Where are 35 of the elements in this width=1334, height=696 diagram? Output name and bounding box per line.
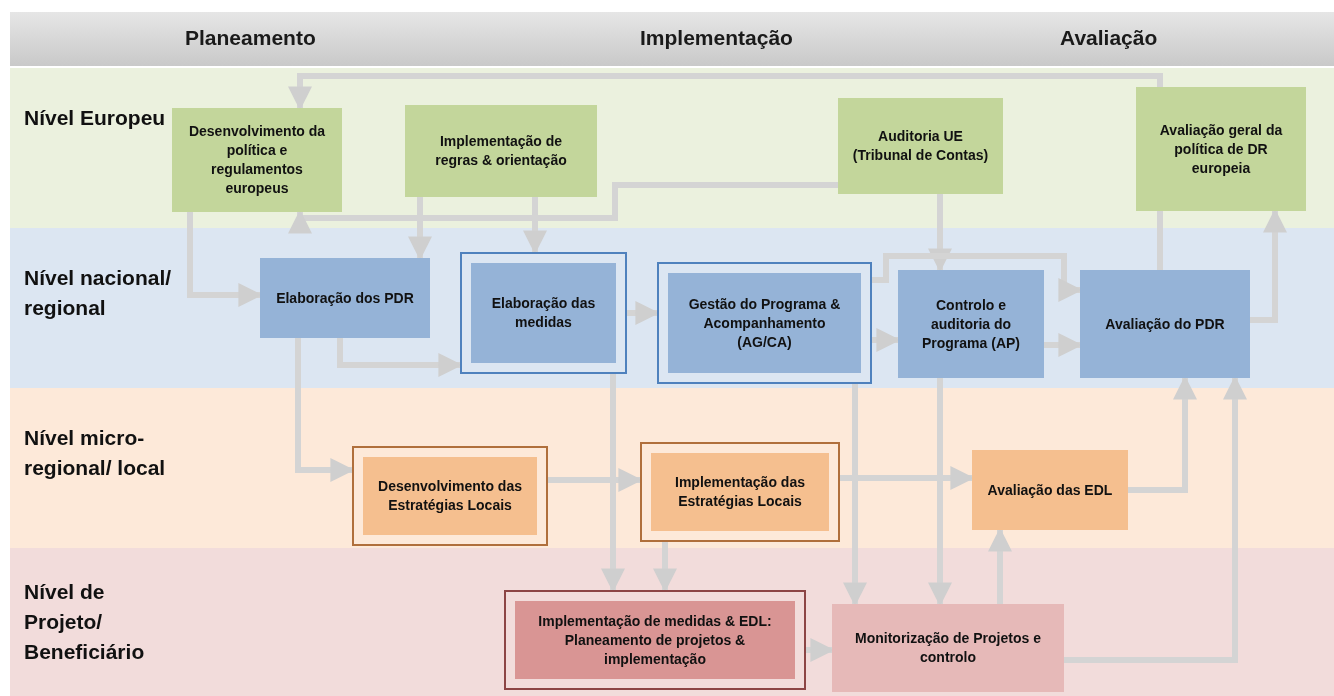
arrow xyxy=(408,197,432,261)
lane-title: Nível de Projeto/ Beneficiário xyxy=(24,579,146,665)
arrow xyxy=(843,384,867,607)
swimlane-band xyxy=(10,228,1334,388)
process-box: Gestão do Programa & Acompanhamento (AG/CA) xyxy=(657,262,872,384)
process-box: Auditoria UE (Tribunal de Contas) xyxy=(838,98,1003,194)
arrow xyxy=(288,73,1163,111)
lane-title: Nível nacional/ regional xyxy=(24,265,173,321)
process-box: Elaboração das medidas xyxy=(460,252,627,374)
process-box: Avaliação geral da política de DR europeia xyxy=(1136,87,1306,211)
swimlane-band xyxy=(10,68,1334,228)
arrow xyxy=(523,197,547,255)
column-heading: Implementação xyxy=(640,26,793,50)
column-heading: Planeamento xyxy=(185,26,316,50)
arrow xyxy=(288,182,838,234)
lane-title: Nível micro-regional/ local xyxy=(24,425,167,481)
process-box: Elaboração dos PDR xyxy=(260,258,430,338)
lane-title: Nível Europeu xyxy=(24,105,167,131)
process-box: Desenvolvimento das Estratégias Locais xyxy=(352,446,548,546)
column-heading: Avaliação xyxy=(1060,26,1158,50)
process-box: Implementação de medidas & EDL: Planeamento de projetos & implementação xyxy=(504,590,806,690)
arrow xyxy=(928,194,952,273)
swimlane-band xyxy=(10,388,1334,548)
process-box: Avaliação das EDL xyxy=(972,450,1128,530)
arrow xyxy=(928,378,952,607)
process-box: Monitorização de Projetos e controlo xyxy=(832,604,1064,692)
process-box: Controlo e auditoria do Programa (AP) xyxy=(898,270,1044,378)
swimlane-band xyxy=(10,548,1334,696)
arrow xyxy=(601,374,625,593)
process-box: Implementação de regras & orientação xyxy=(405,105,597,197)
arrow xyxy=(653,542,677,593)
process-box: Implementação das Estratégias Locais xyxy=(640,442,840,542)
process-box: Desenvolvimento da política e regulamentos europeus xyxy=(172,108,342,212)
process-box: Avaliação do PDR xyxy=(1080,270,1250,378)
connector-line xyxy=(1157,211,1163,270)
